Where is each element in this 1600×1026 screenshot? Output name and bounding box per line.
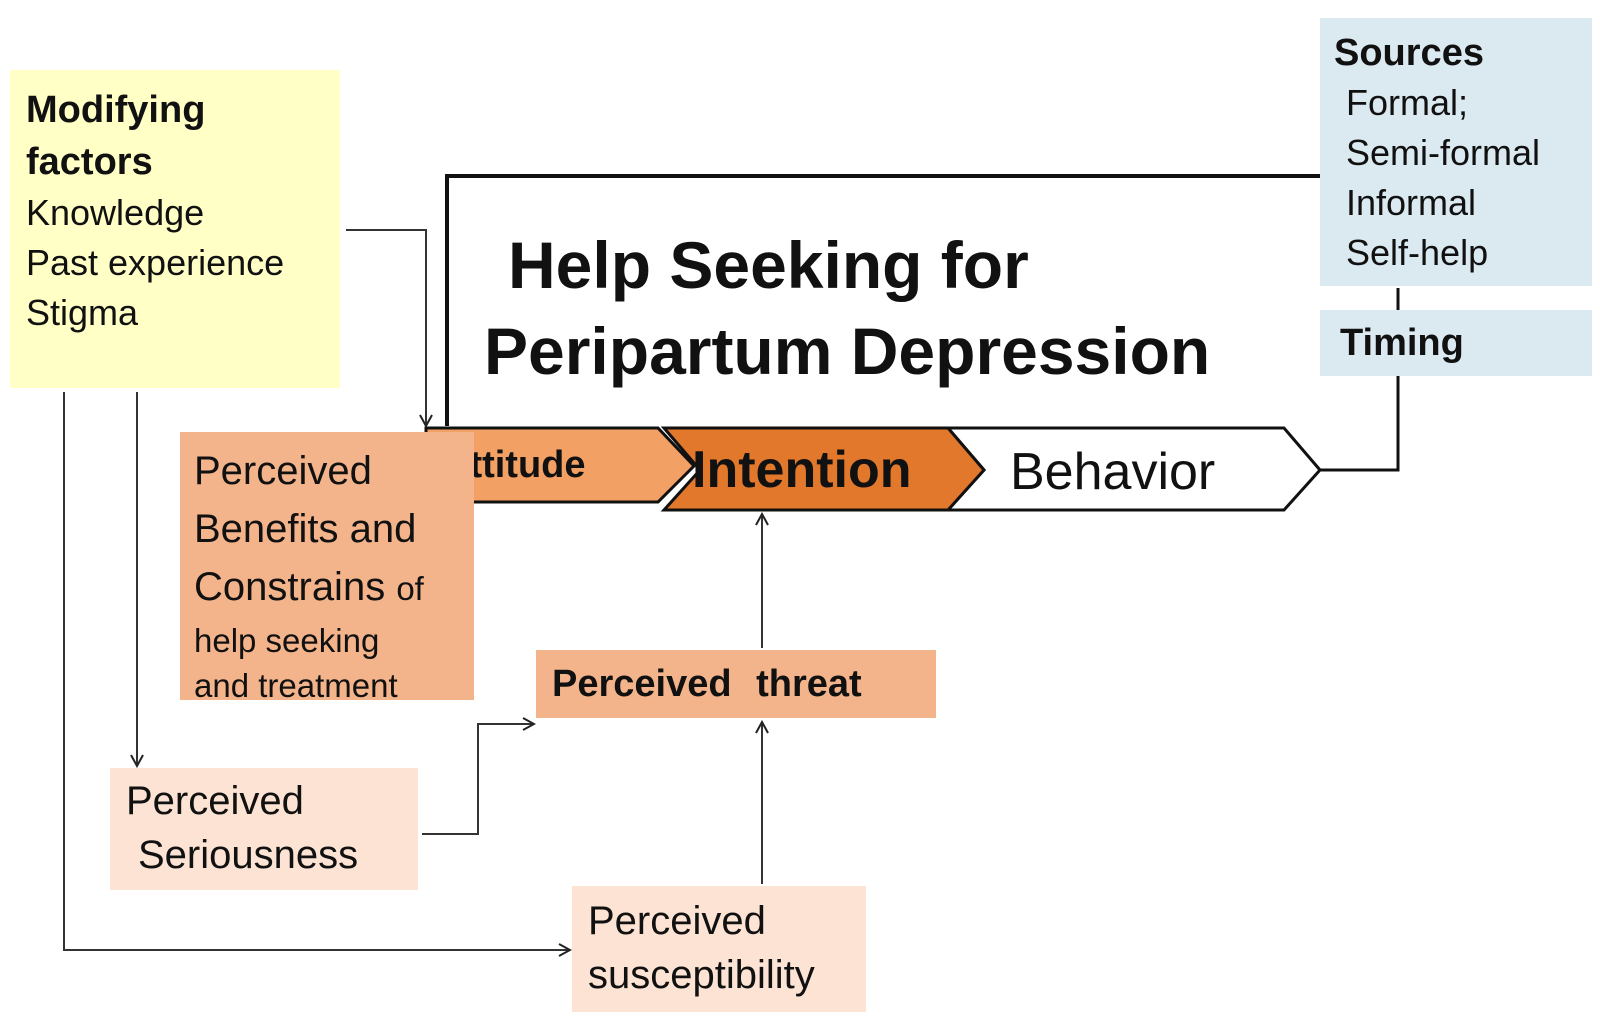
- perceived-threat-box: Perceived threat: [536, 650, 936, 718]
- modifying-to-attitude-arrow: [346, 229, 426, 426]
- benefits-line1: Perceived: [194, 449, 372, 493]
- seriousness-line2: Seriousness: [138, 833, 359, 877]
- seriousness-to-threat-arrow: [422, 724, 534, 835]
- benefits-line4: help seeking: [194, 622, 380, 659]
- behavior-to-timing-line: [1320, 376, 1400, 472]
- modifying-factor-stigma: Stigma: [26, 292, 139, 333]
- modifying-factors-box: Modifying factors Knowledge Past experie…: [10, 70, 340, 388]
- source-formal: Formal;: [1346, 82, 1469, 123]
- benefits-constrains-text: Constrains: [194, 565, 386, 609]
- benefits-line2: Benefits and: [194, 507, 417, 551]
- benefits-of-text: of: [396, 570, 424, 607]
- source-semi-formal: Semi-formal: [1346, 132, 1541, 173]
- modifying-factor-knowledge: Knowledge: [26, 192, 205, 233]
- susceptibility-line2: susceptibility: [588, 953, 815, 997]
- modifying-factor-past-experience: Past experience: [26, 242, 285, 283]
- title-line1: Help Seeking for: [508, 228, 1029, 302]
- title-frame-line: [445, 174, 1320, 426]
- susceptibility-line1: Perceived: [588, 899, 766, 943]
- modifying-factors-heading-line1: Modifying: [26, 89, 206, 131]
- intention-label: Intention: [692, 441, 912, 499]
- title-line2: Peripartum Depression: [484, 314, 1211, 388]
- benefits-line3: Constrains of: [194, 558, 474, 618]
- source-self-help: Self-help: [1346, 232, 1489, 273]
- seriousness-line1: Perceived: [126, 779, 304, 823]
- sources-box: Sources Formal; Semi-formal Informal Sel…: [1320, 18, 1592, 286]
- modifying-to-susceptibility-arrow: [63, 392, 570, 950]
- sources-heading: Sources: [1334, 32, 1484, 74]
- behavior-label: Behavior: [1010, 443, 1216, 501]
- benefits-line5: and treatment: [194, 667, 398, 704]
- diagram-title: Help Seeking for Peripartum Depression: [484, 222, 1210, 394]
- intention-arrow-shape: [660, 426, 986, 512]
- perceived-susceptibility-box: Perceived susceptibility: [572, 886, 866, 1012]
- modifying-factors-heading-line2: factors: [26, 141, 153, 183]
- timing-box: Timing: [1320, 310, 1592, 376]
- perceived-seriousness-box: Perceived Seriousness: [110, 768, 418, 890]
- source-informal: Informal: [1346, 182, 1477, 223]
- perceived-benefits-box: Perceived Benefits and Constrains of hel…: [180, 432, 474, 704]
